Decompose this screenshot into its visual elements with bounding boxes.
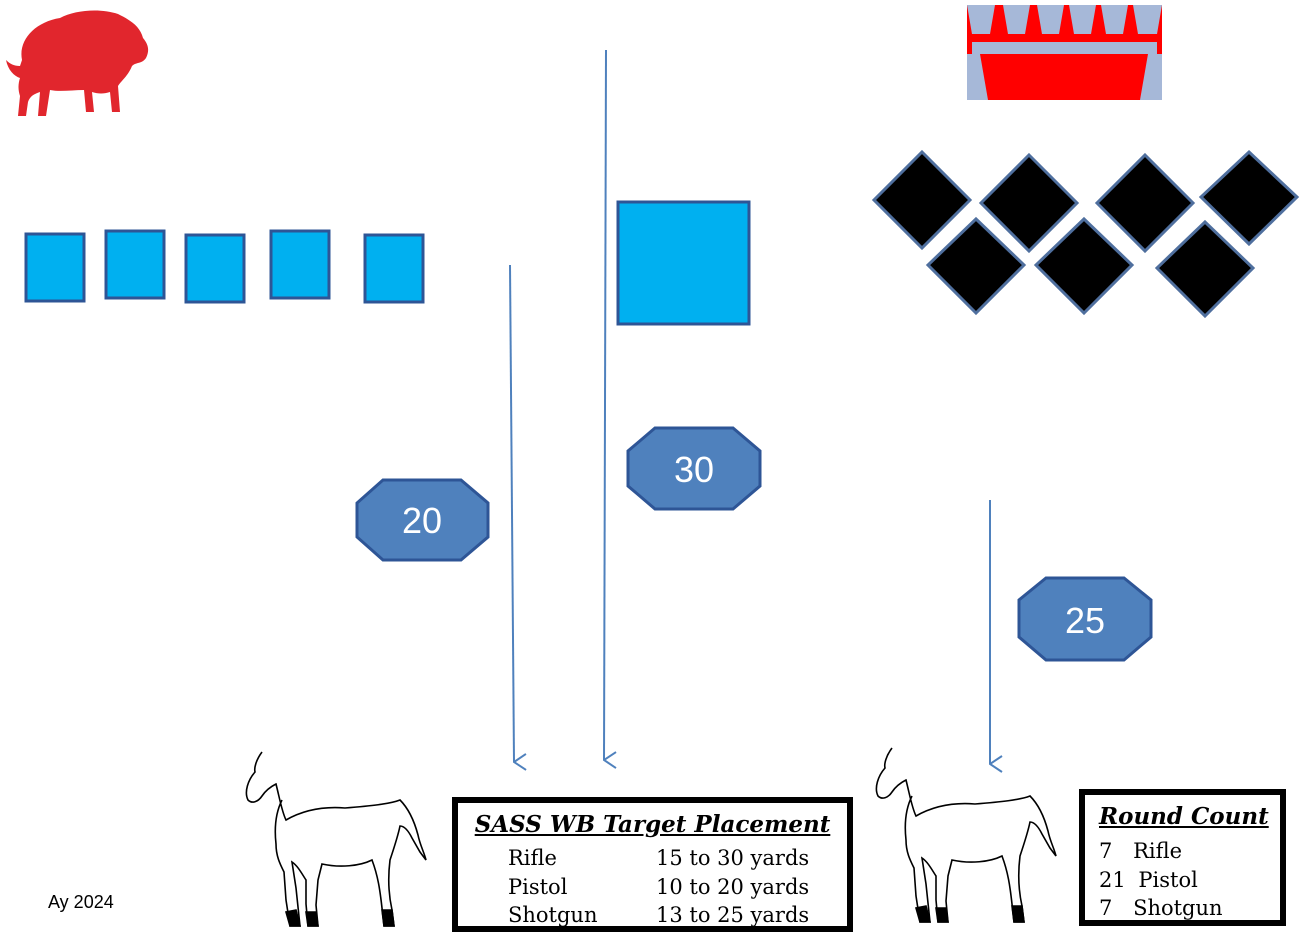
- round-count-title: Round Count: [1099, 803, 1269, 830]
- distance-marker-25: 25: [1017, 576, 1153, 662]
- placement-weapon: Shotgun: [508, 903, 598, 927]
- target-square: [269, 229, 331, 300]
- placement-range: 15 to 30 yards: [656, 846, 810, 870]
- diamond-target: [925, 216, 1027, 316]
- round-count-number: 7: [1099, 839, 1113, 863]
- large-target-square: [616, 200, 751, 326]
- distance-marker-30: 30: [626, 426, 762, 511]
- distance-label: 25: [1065, 600, 1105, 641]
- target-placement-box: SASS WB Target Placement Rifle 15 to 30 …: [452, 797, 853, 932]
- round-count-row: 7 Shotgun: [1099, 896, 1223, 920]
- round-count-number: 7: [1099, 896, 1113, 920]
- diamond-target: [978, 152, 1080, 254]
- diamond-target: [1198, 149, 1300, 247]
- crown-target-icon: [967, 5, 1162, 100]
- placement-range: 10 to 20 yards: [656, 875, 810, 899]
- round-count-number: 21: [1099, 868, 1126, 892]
- horse-icon: [875, 747, 1057, 923]
- target-square: [363, 233, 425, 304]
- diamond-target: [1094, 152, 1196, 254]
- placement-weapon: Rifle: [508, 846, 557, 870]
- placement-weapon: Pistol: [508, 875, 568, 899]
- target-square: [104, 229, 166, 300]
- target-square: [184, 233, 246, 304]
- diamond-target: [871, 149, 973, 251]
- buffalo-icon: [6, 10, 149, 116]
- footer-note: Ay 2024: [48, 892, 114, 912]
- shooting-lines: [509, 49, 990, 764]
- diamond-target: [1154, 219, 1256, 319]
- placement-title: SASS WB Target Placement: [474, 811, 831, 838]
- diamond-target: [1033, 216, 1135, 316]
- round-count-weapon: Shotgun: [1133, 896, 1223, 920]
- round-count-row: 7 Rifle: [1099, 839, 1182, 863]
- diamond-targets: [871, 149, 1300, 319]
- placement-range: 13 to 25 yards: [656, 903, 810, 927]
- round-count-weapon: Pistol: [1138, 868, 1198, 892]
- distance-label: 30: [674, 449, 714, 490]
- round-count-box: Round Count 7 Rifle 21 Pistol 7 Shotgun: [1079, 789, 1286, 926]
- round-count-row: 21 Pistol: [1099, 868, 1198, 892]
- pistol-arrow: [509, 264, 514, 762]
- round-count-weapon: Rifle: [1133, 839, 1183, 863]
- distance-label: 20: [402, 500, 442, 541]
- rifle-arrow: [604, 49, 606, 760]
- horse-icon: [245, 751, 427, 927]
- distance-marker-20: 20: [355, 478, 490, 562]
- target-square: [24, 232, 86, 303]
- pistol-targets: [24, 229, 425, 304]
